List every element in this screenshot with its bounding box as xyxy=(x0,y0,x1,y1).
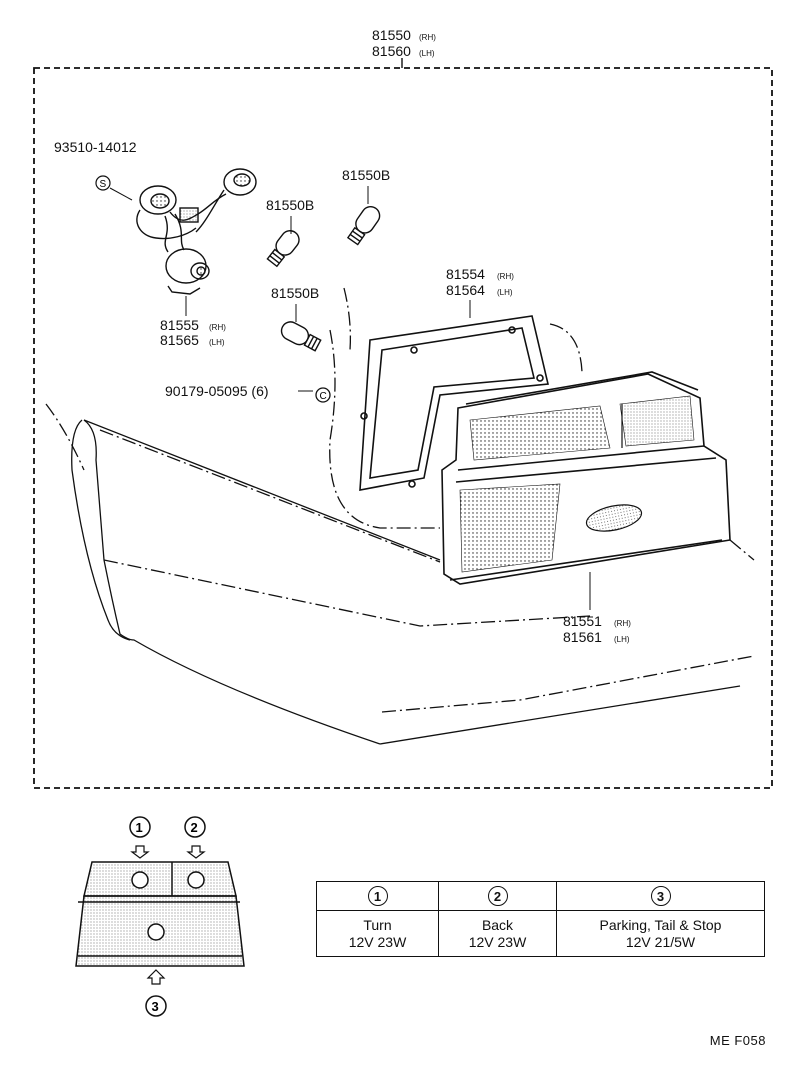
legend-rating-3: 12V 21/5W xyxy=(625,933,696,950)
socket-side-rh: (RH) xyxy=(209,323,226,332)
lens-side-rh: (RH) xyxy=(614,619,631,628)
gasket-number-lh: 81564 xyxy=(446,282,485,298)
legend-header-3: 3 xyxy=(557,882,764,911)
bulb-2-part-number: 81550B xyxy=(266,197,314,213)
lamp-position-illustration xyxy=(75,861,245,967)
svg-text:2: 2 xyxy=(191,820,198,835)
socket-part-label: 81555 (RH) 81565 (LH) xyxy=(160,317,226,348)
diagram-code: ME F058 xyxy=(709,1033,766,1048)
assembly-boundary xyxy=(33,67,773,789)
bulb-3-part-number: 81550B xyxy=(271,285,319,301)
position-marker-1: 1 xyxy=(129,816,151,838)
tail-lamp-lens xyxy=(441,371,731,585)
bulb-2 xyxy=(266,230,300,268)
position-2-arrow xyxy=(186,845,206,859)
lens-number-lh: 81561 xyxy=(563,629,602,645)
legend-header-2: 2 xyxy=(439,882,557,911)
bulb-3 xyxy=(280,321,322,352)
bulb-legend-table: 1 2 3 Turn 12V 23W Back 12V 23W Parking,… xyxy=(316,881,765,957)
position-3-arrow xyxy=(146,969,166,985)
svg-text:3: 3 xyxy=(152,999,159,1014)
socket-wire-assembly xyxy=(136,168,257,295)
screw-symbol: S xyxy=(95,175,111,191)
lens-side-lh: (LH) xyxy=(614,635,630,644)
legend-rating-2: 12V 23W xyxy=(468,933,527,950)
socket-side-lh: (LH) xyxy=(209,338,225,347)
legend-cell-1: Turn 12V 23W xyxy=(317,911,439,956)
legend-function-2: Back xyxy=(481,916,514,933)
legend-function-1: Turn xyxy=(363,916,392,933)
svg-text:C: C xyxy=(320,391,327,402)
gasket-side-lh: (LH) xyxy=(497,288,513,297)
socket-number-lh: 81565 xyxy=(160,332,199,348)
vehicle-body-outline xyxy=(45,287,755,713)
assembly-number-rh: 81550 xyxy=(372,27,411,43)
assembly-side-rh: (RH) xyxy=(419,33,436,42)
svg-text:S: S xyxy=(100,179,107,190)
gasket-number-rh: 81554 xyxy=(446,266,485,282)
position-marker-2: 2 xyxy=(184,816,206,838)
gasket-part-label: 81554 (RH) 81564 (LH) xyxy=(446,266,514,298)
legend-rating-1: 12V 23W xyxy=(348,933,407,950)
assembly-side-lh: (LH) xyxy=(419,49,435,58)
gasket xyxy=(359,315,549,491)
legend-header-1: 1 xyxy=(317,882,439,911)
bulb-1 xyxy=(346,206,381,246)
lens-part-label: 81551 (RH) 81561 (LH) xyxy=(563,613,631,645)
legend-header-2-number: 2 xyxy=(487,886,508,906)
position-1-arrow xyxy=(130,845,150,859)
legend-header-3-number: 3 xyxy=(650,886,671,906)
screw-leader-line xyxy=(109,187,133,201)
assembly-number-lh: 81560 xyxy=(372,43,411,59)
socket-number-rh: 81555 xyxy=(160,317,199,333)
assembly-part-label: 81550 (RH) 81560 (LH) xyxy=(372,27,436,59)
bulb-1-part-number: 81550B xyxy=(342,167,390,183)
screw-part-number: 93510-14012 xyxy=(54,139,137,155)
legend-header-1-number: 1 xyxy=(367,886,388,906)
gasket-side-rh: (RH) xyxy=(497,272,514,281)
position-marker-3: 3 xyxy=(145,995,167,1017)
svg-text:1: 1 xyxy=(136,820,143,835)
legend-cell-2: Back 12V 23W xyxy=(439,911,557,956)
legend-cell-3: Parking, Tail & Stop 12V 21/5W xyxy=(557,911,764,956)
clip-part-number: 90179-05095 (6) xyxy=(165,383,269,399)
clip-symbol: C xyxy=(315,387,331,403)
vehicle-bumper xyxy=(71,419,741,745)
lens-number-rh: 81551 xyxy=(563,613,602,629)
legend-function-3: Parking, Tail & Stop xyxy=(599,916,722,933)
